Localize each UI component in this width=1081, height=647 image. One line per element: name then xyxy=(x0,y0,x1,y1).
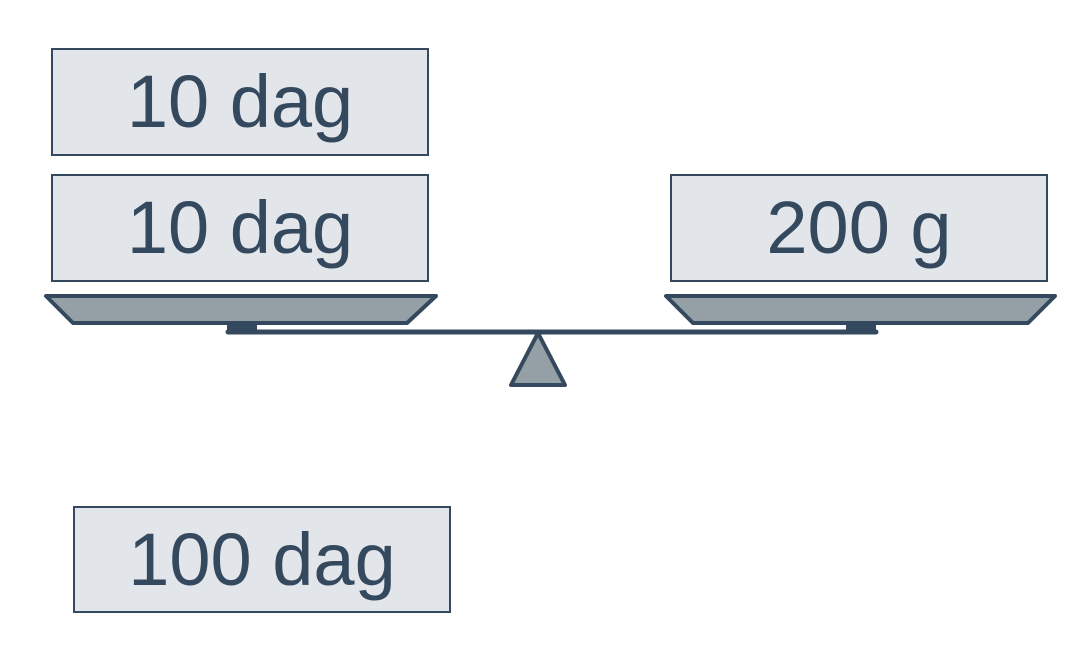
left-pan xyxy=(44,294,438,325)
right-pan xyxy=(664,294,1057,325)
left-pan-weight-top[interactable]: 10 dag xyxy=(51,48,429,156)
right-pan-weight[interactable]: 200 g xyxy=(670,174,1048,282)
spare-weight[interactable]: 100 dag xyxy=(73,506,451,613)
weight-label: 200 g xyxy=(766,186,952,269)
weight-label: 10 dag xyxy=(126,60,354,143)
weight-label: 100 dag xyxy=(128,517,396,601)
left-pan-connector xyxy=(227,321,257,332)
weight-label: 10 dag xyxy=(126,186,354,269)
fulcrum xyxy=(509,331,567,387)
right-pan-connector xyxy=(846,321,876,332)
left-pan-weight-bottom[interactable]: 10 dag xyxy=(51,174,429,282)
